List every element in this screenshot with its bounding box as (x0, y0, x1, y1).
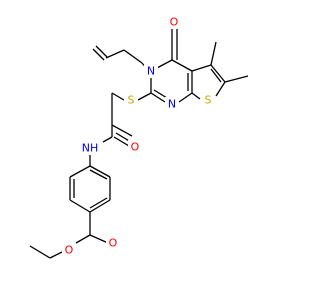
bond-s-ch2 (111, 92, 125, 101)
atom-n-pyrimidine: N (165, 97, 179, 111)
atom-o-ester: O (62, 243, 76, 257)
label-o-ester: O (65, 244, 74, 257)
label-n-pyrimidine: N (168, 98, 176, 111)
bond-lines (92, 28, 249, 137)
benzene-ring (69, 165, 111, 213)
bond-ester-c-oether (75, 234, 91, 244)
label-n-ring: N (147, 65, 155, 78)
bond-n3-c4 (156, 59, 173, 69)
bond-ester-c-o (89, 234, 109, 244)
bond-methyl-5 (210, 41, 217, 66)
molecule-svg: O N N S S O NH O (29, 15, 249, 259)
atom-o-carbonyl: O (167, 15, 181, 29)
bond-allyl-double-b (92, 48, 105, 61)
label-o-ester-carbonyl: O (109, 237, 118, 250)
bond-c7a-n1 (178, 92, 193, 103)
bond-n1-c2 (150, 92, 166, 103)
ester-group (29, 212, 109, 259)
bond-b1 (69, 165, 91, 178)
bond-c5-c6 (210, 64, 226, 83)
bond-c5-c6-inner (210, 68, 222, 83)
bond-ethyl (29, 245, 51, 259)
molecule-structure-diagram: O N N S S O NH O (29, 15, 249, 259)
label-o-carbonyl: O (170, 16, 179, 29)
bond-ch2-carbonyl (111, 124, 133, 137)
bond-c2-s (137, 92, 152, 101)
atom-labels: O N N S S O NH O (62, 15, 215, 257)
bond-b4-inner (89, 197, 108, 209)
bond-c4a-c5 (191, 64, 212, 72)
atom-nh-amide: NH (80, 141, 101, 155)
atom-s-thioether: S (124, 93, 138, 107)
amide-bonds (89, 125, 132, 166)
bond-b4 (89, 199, 111, 213)
atom-o-ester-carbonyl: O (106, 236, 120, 250)
bond-c6-s (215, 81, 226, 97)
label-nh-amide: NH (82, 142, 99, 155)
bond-methyl-6 (224, 75, 249, 83)
bond-nh-c (102, 136, 113, 143)
bond-o-ch2 (49, 251, 63, 259)
label-s-thioether: S (128, 94, 135, 107)
bond-c4-c4a (171, 59, 193, 72)
bond-s-c7a (191, 92, 201, 100)
bond-allyl-ch2 (123, 49, 143, 64)
bond-b6 (89, 165, 111, 178)
label-s-thiophene: S (205, 94, 212, 107)
label-o-amide: O (131, 141, 140, 154)
bond-b6-inner (89, 169, 108, 180)
atom-s-thiophene: S (201, 93, 215, 107)
bond-allyl-ch (105, 49, 125, 59)
bond-b3 (69, 199, 91, 213)
atom-o-amide: O (128, 140, 142, 154)
atom-n-ring: N (144, 64, 158, 78)
bond-n1-c2-inner (153, 89, 168, 99)
bond-amide-double-1 (113, 136, 130, 147)
bond-allyl-double-a (95, 45, 108, 58)
